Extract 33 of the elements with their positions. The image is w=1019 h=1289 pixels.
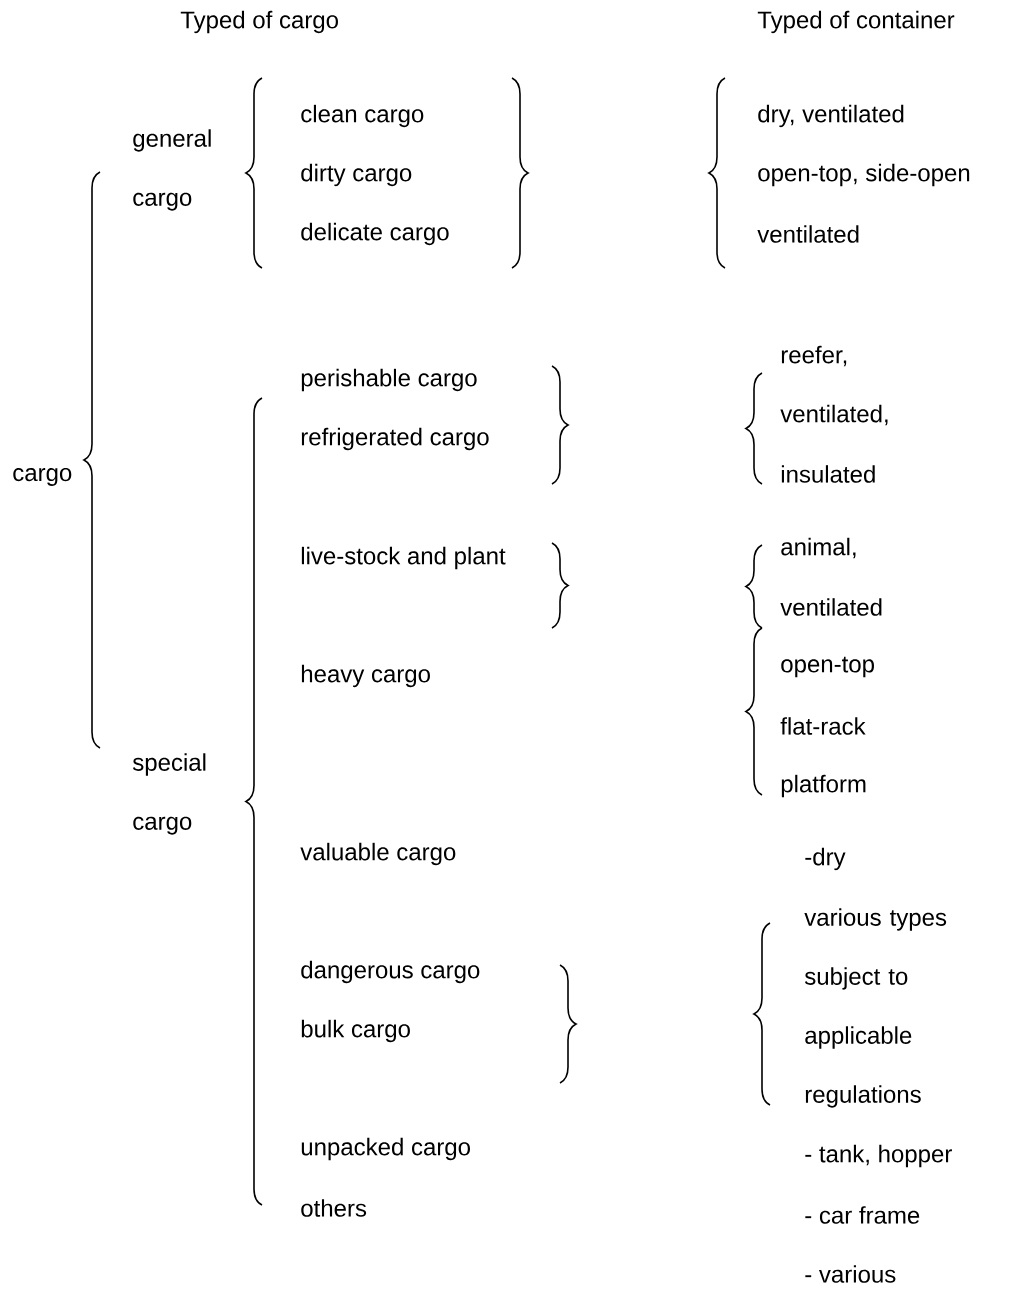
cargo-type: unpacked cargo — [301, 1137, 470, 1161]
column-heading: Typed of container — [757, 10, 955, 34]
cargo-type: live-stock and plant — [301, 546, 506, 570]
cargo-type: others — [301, 1199, 367, 1217]
container-type: reefer, — [781, 345, 847, 367]
container-type: animal, — [781, 537, 856, 559]
container-type: flat-rack — [780, 717, 866, 735]
container-type: ventilated — [757, 225, 859, 243]
cargo-type: bulk cargo — [301, 1019, 410, 1043]
cargo-type: clean cargo — [301, 104, 424, 128]
container-type: open-top — [781, 656, 874, 678]
cargo-type: perishable cargo — [301, 368, 477, 392]
container-type: -dry — [805, 847, 846, 871]
cargo-type: delicate cargo — [301, 222, 449, 246]
container-type: various types subject to applicable regulations — [804, 908, 947, 1108]
container-type: - tank, hopper — [805, 1144, 952, 1168]
cargo-type: refrigerated cargo — [301, 427, 489, 451]
container-type: - car frame — [805, 1206, 920, 1224]
container-type: ventilated — [780, 598, 882, 616]
cargo-type: valuable cargo — [300, 842, 456, 866]
container-type: dry, ventilated — [758, 104, 904, 128]
cargo-type: dirty cargo — [301, 163, 412, 187]
container-type: insulated — [781, 465, 875, 483]
container-type: open-top, side-open — [758, 163, 970, 187]
cargo-type: dangerous cargo — [301, 960, 480, 984]
cargo-type: heavy cargo — [301, 664, 430, 688]
column-heading: Typed of cargo — [180, 10, 338, 34]
container-type: - various — [805, 1265, 896, 1283]
container-type: ventilated, — [780, 404, 888, 426]
container-type: platform — [781, 774, 866, 798]
category-label: general cargo — [133, 129, 211, 211]
category-label: cargo — [13, 468, 72, 486]
category-label: special cargo — [132, 753, 206, 835]
